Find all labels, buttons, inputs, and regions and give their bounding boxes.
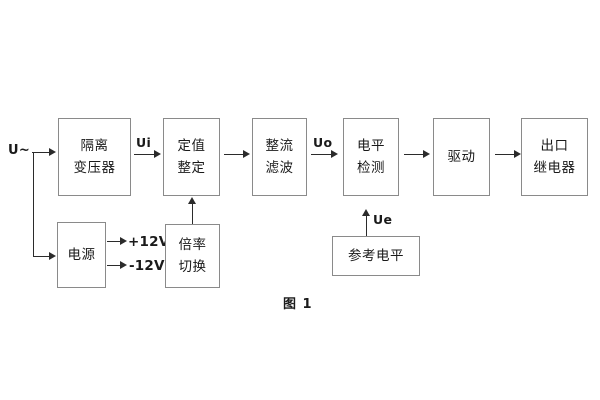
arrowhead-bus-to-transformer <box>49 148 56 156</box>
signal-label-ui: Ui <box>136 135 152 150</box>
block-rectify-filter: 整流 滤波 <box>252 118 307 196</box>
block-reference-level-line1: 参考电平 <box>348 247 404 264</box>
block-drive: 驱动 <box>433 118 490 196</box>
block-rectify-filter-line1: 整流 <box>265 137 294 154</box>
connector-rail-negative <box>107 265 123 266</box>
block-setting-adjust-line1: 定值 <box>177 137 206 154</box>
connector-bus-to-power <box>33 256 51 257</box>
block-multiplier-switch-line1: 倍率 <box>178 236 207 253</box>
connector-reference-to-level <box>366 212 367 236</box>
signal-label-ue: Ue <box>373 212 393 227</box>
block-isolation-transformer-line2: 变压器 <box>73 160 116 176</box>
block-output-relay-line1: 出口 <box>540 137 569 154</box>
connector-setting-to-rectify <box>224 154 246 155</box>
arrowhead-drive-to-relay <box>514 150 521 158</box>
connector-bus-to-transformer <box>33 152 51 153</box>
block-setting-adjust: 定值 整定 <box>163 118 220 196</box>
arrowhead-reference-to-level <box>362 209 370 216</box>
block-rectify-filter-line2: 滤波 <box>265 160 294 176</box>
block-setting-adjust-line2: 整定 <box>177 160 206 176</box>
block-drive-line1: 驱动 <box>447 148 476 165</box>
arrowhead-rail-positive <box>120 237 127 245</box>
connector-rail-positive <box>107 241 123 242</box>
block-reference-level: 参考电平 <box>332 236 420 276</box>
arrowhead-level-to-drive <box>423 150 430 158</box>
arrowhead-setting-to-rectify <box>243 150 250 158</box>
connector-input-bus <box>33 152 34 257</box>
connector-multiplier-to-setting <box>192 200 193 224</box>
arrowhead-rectify-to-level <box>331 150 338 158</box>
block-isolation-transformer: 隔离 变压器 <box>58 118 131 196</box>
signal-label-uo: Uo <box>313 135 333 150</box>
arrowhead-bus-to-power <box>49 252 56 260</box>
arrowhead-multiplier-to-setting <box>188 197 196 204</box>
figure-caption: 图 1 <box>283 297 313 312</box>
block-isolation-transformer-line1: 隔离 <box>80 137 109 154</box>
signal-label-rail-positive: +12V <box>128 234 170 250</box>
block-multiplier-switch-line2: 切换 <box>178 259 207 275</box>
block-power-supply-line1: 电源 <box>67 246 96 263</box>
connector-level-to-drive <box>404 154 426 155</box>
block-level-detect-line2: 检测 <box>357 160 385 176</box>
signal-label-input-ac: U~ <box>8 143 31 158</box>
signal-label-rail-negative: -12V <box>129 258 165 274</box>
connector-drive-to-relay <box>495 154 517 155</box>
block-output-relay-line2: 继电器 <box>533 160 576 176</box>
connector-transformer-to-setting <box>134 154 156 155</box>
block-power-supply: 电源 <box>57 222 106 288</box>
arrowhead-rail-negative <box>120 261 127 269</box>
block-multiplier-switch: 倍率 切换 <box>165 224 220 288</box>
block-level-detect: 电平 检测 <box>343 118 399 196</box>
block-output-relay: 出口 继电器 <box>521 118 588 196</box>
connector-rectify-to-level <box>311 154 333 155</box>
arrowhead-transformer-to-setting <box>154 150 161 158</box>
block-level-detect-line1: 电平 <box>357 137 385 154</box>
